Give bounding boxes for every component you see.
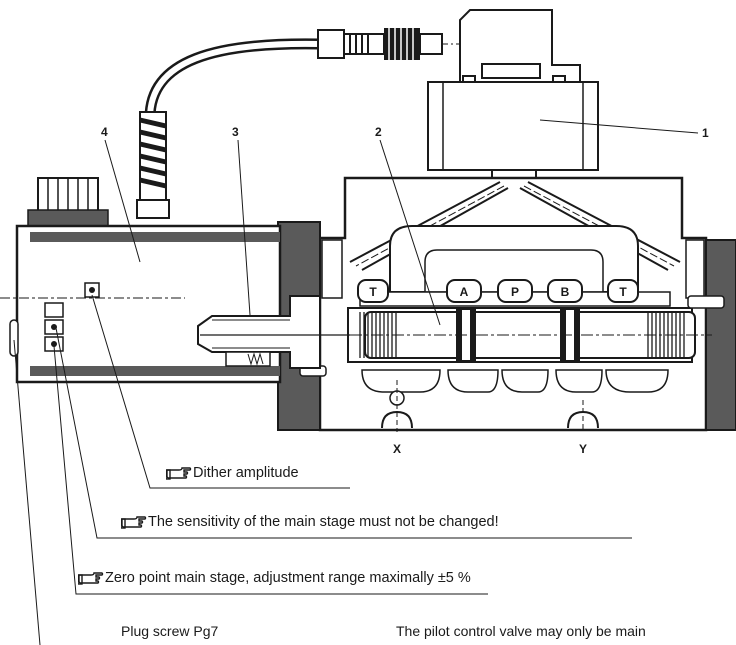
callout-1: 1 [702, 126, 709, 140]
note-sensitivity: The sensitivity of the main stage must n… [121, 514, 499, 530]
note-dither-text: Dither amplitude [193, 465, 299, 481]
port-label-t-right: T [619, 285, 627, 299]
port-label-t-left: T [369, 285, 377, 299]
connector-cable [136, 38, 321, 219]
main-valve-body [277, 176, 736, 432]
pointing-hand-icon [78, 572, 104, 585]
note-plug-screw: Plug screw Pg7 [121, 623, 219, 639]
control-spool [299, 295, 725, 377]
port-label-y: Y [579, 442, 587, 456]
port-label-a: A [460, 285, 469, 299]
callout-3: 3 [232, 125, 239, 139]
callout-numbers: 1 2 3 4 [101, 125, 709, 140]
port-label-p: P [511, 285, 519, 299]
note-sensitivity-text: The sensitivity of the main stage must n… [148, 514, 499, 530]
position-transducer [197, 295, 350, 369]
callout-4: 4 [101, 125, 108, 139]
pointing-hand-icon [121, 516, 147, 529]
cable-plug [317, 28, 470, 60]
leader-lines [13, 119, 699, 645]
pointing-hand-icon [166, 467, 192, 480]
pilot-valve [427, 9, 599, 183]
callout-2: 2 [375, 125, 382, 139]
note-zero-point: Zero point main stage, adjustment range … [78, 570, 471, 586]
port-labels: T A P B T X Y [369, 285, 627, 456]
port-label-b: B [561, 285, 570, 299]
port-label-x: X [393, 442, 401, 456]
note-dither-amplitude: Dither amplitude [166, 465, 299, 481]
note-pilot-valve: The pilot control valve may only be main [396, 623, 646, 639]
note-zero-point-text: Zero point main stage, adjustment range … [105, 570, 471, 586]
port-lands [357, 279, 639, 303]
